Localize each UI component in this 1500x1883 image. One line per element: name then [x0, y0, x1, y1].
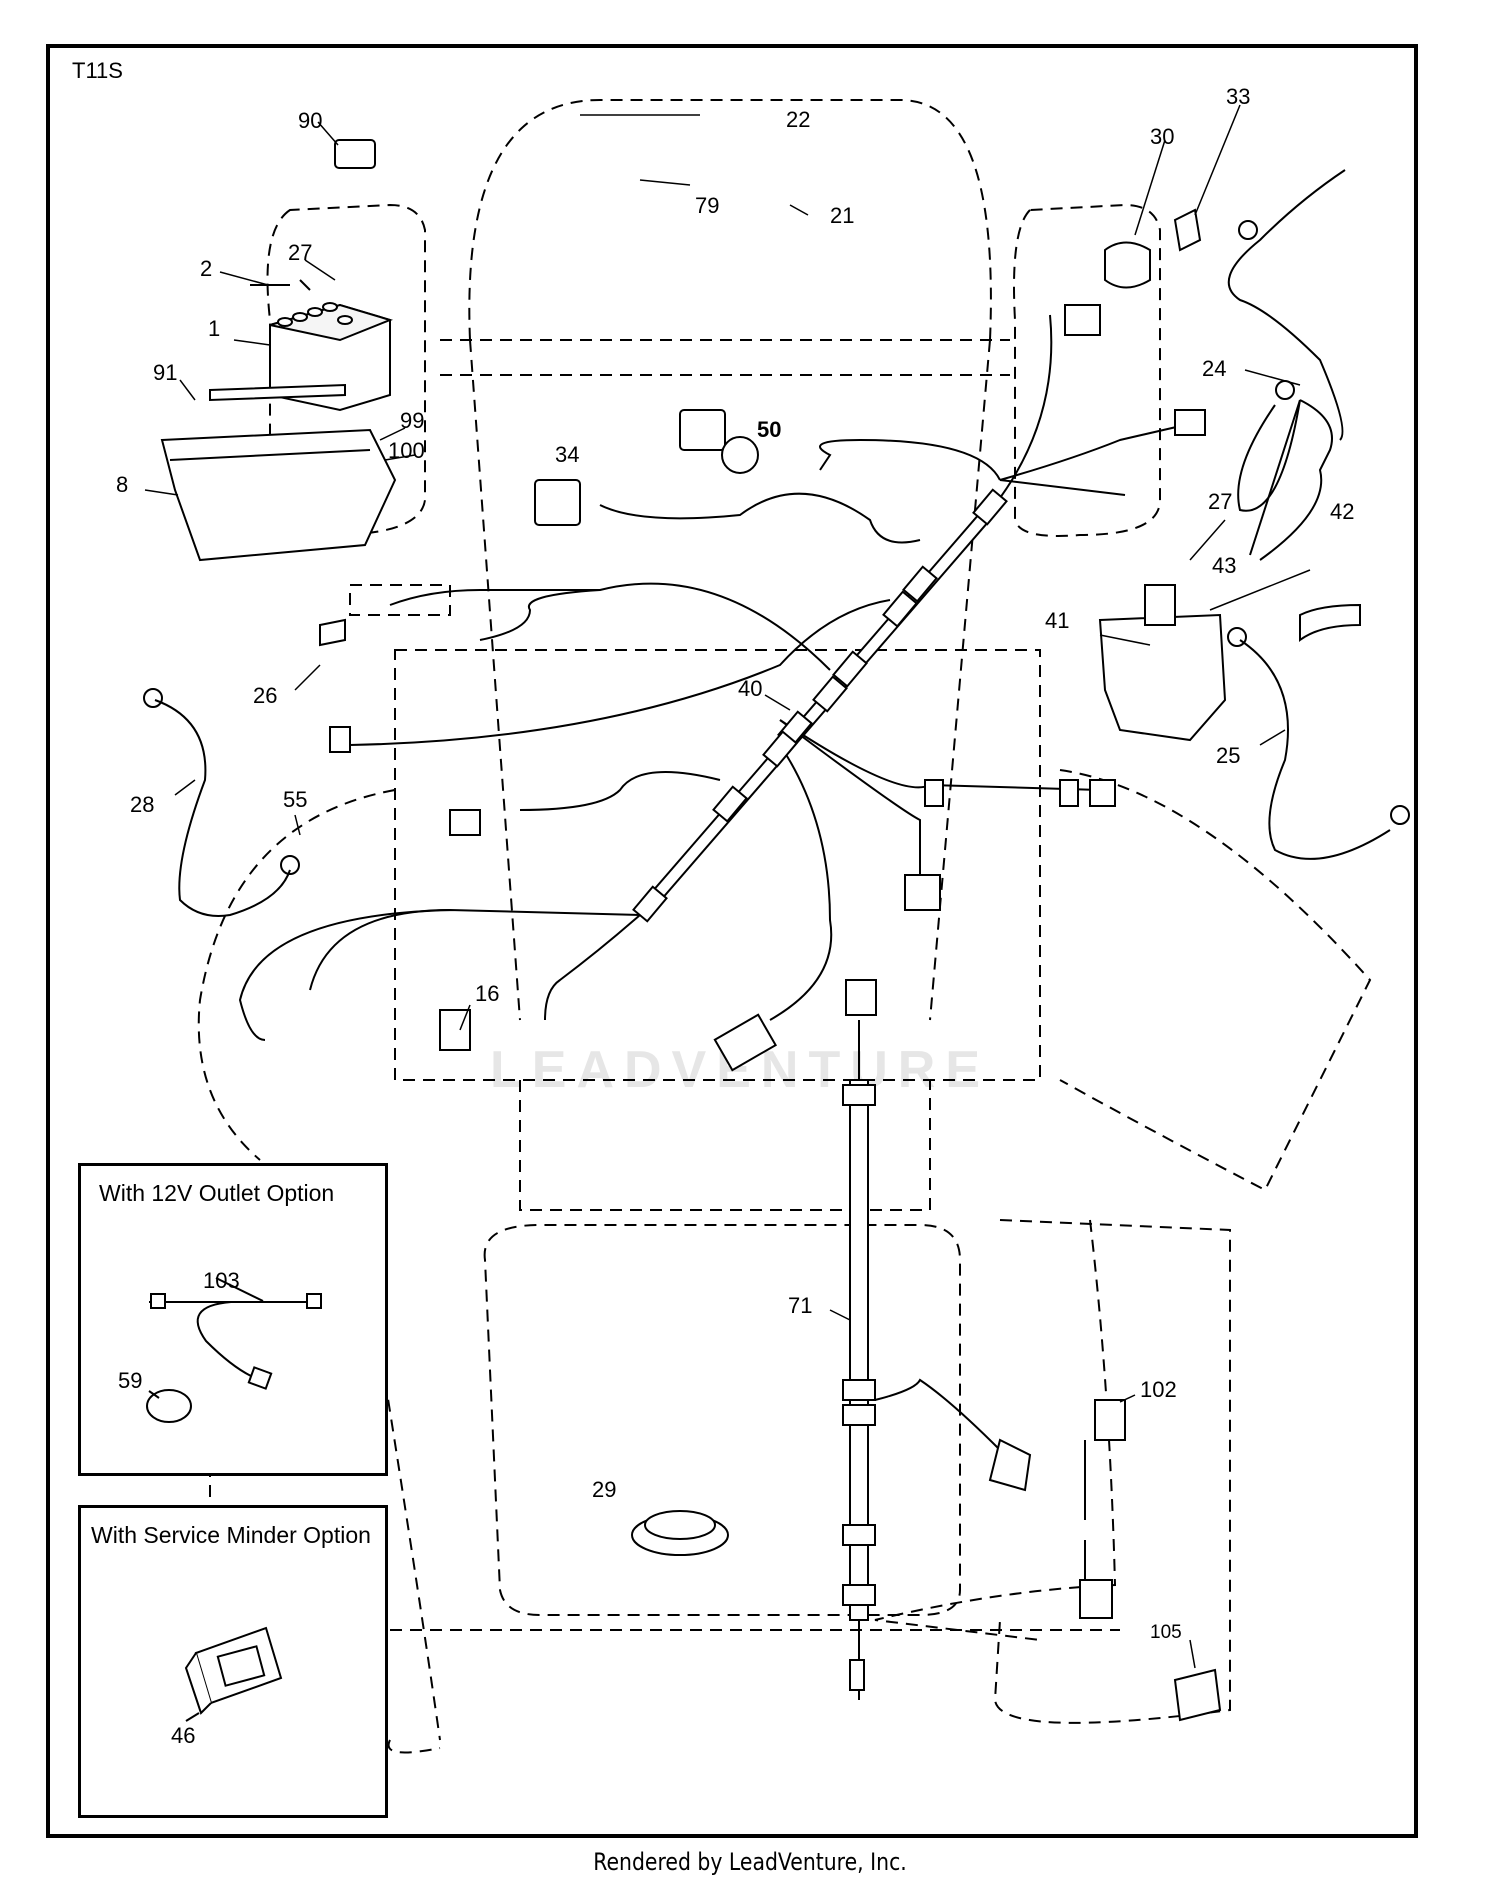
service-minder-option-inset: With Service Minder Option 46	[78, 1505, 388, 1818]
part-label-79: 79	[695, 193, 719, 218]
part-label-26: 26	[253, 683, 277, 708]
outlet-option-title: With 12V Outlet Option	[99, 1180, 335, 1206]
part-label-27-solenoid: 27	[1208, 489, 1232, 514]
part-label-16: 16	[475, 981, 499, 1006]
part-label-28: 28	[130, 792, 154, 817]
harness-71	[842, 979, 1001, 1700]
part-label-105: 105	[1150, 1622, 1182, 1643]
part-label-30: 30	[1150, 124, 1174, 149]
part-label-59: 59	[118, 1368, 142, 1393]
part-label-99: 99	[400, 408, 424, 433]
battery-cables	[143, 169, 1410, 917]
leader-lines	[144, 104, 1311, 1669]
part-label-71: 71	[788, 1293, 812, 1318]
part-label-55: 55	[283, 787, 307, 812]
part-label-102: 102	[1140, 1377, 1177, 1402]
part-label-41: 41	[1045, 608, 1069, 633]
battery-group	[160, 279, 397, 562]
part-label-34: 34	[555, 442, 579, 467]
part-label-43: 43	[1212, 553, 1236, 578]
part-label-103: 103	[203, 1268, 240, 1293]
diagram-frame	[46, 44, 1418, 1838]
part-label-1: 1	[208, 316, 220, 341]
harness-clips	[632, 488, 1079, 923]
part-label-90: 90	[298, 108, 322, 133]
part-label-21: 21	[830, 203, 854, 228]
part-labels: 90 2 27 1 91 99 100 8 22 79 21 30 33 24 …	[116, 84, 1354, 1643]
part-label-8: 8	[116, 472, 128, 497]
harness-main	[238, 314, 1186, 1041]
part-label-42: 42	[1330, 499, 1354, 524]
part-label-22: 22	[786, 107, 810, 132]
part-label-24: 24	[1202, 356, 1226, 381]
components	[319, 139, 1361, 1722]
part-label-91: 91	[153, 360, 177, 385]
part-label-50: 50	[757, 417, 781, 442]
part-label-40: 40	[738, 676, 762, 701]
part-label-2: 2	[200, 256, 212, 281]
footer-credit: Rendered by LeadVenture, Inc.	[593, 1848, 907, 1876]
part-label-27-battery: 27	[288, 240, 312, 265]
part-label-46: 46	[171, 1723, 195, 1748]
diagram-code: T11S	[72, 58, 123, 83]
part-label-25: 25	[1216, 743, 1240, 768]
part-label-29: 29	[592, 1477, 616, 1502]
outlet-option-inset: With 12V Outlet Option 103 59	[78, 1163, 388, 1476]
service-minder-option-title: With Service Minder Option	[91, 1522, 371, 1548]
part-label-100: 100	[388, 438, 425, 463]
service-minder-parts: 46	[171, 1626, 283, 1748]
part-label-33: 33	[1226, 84, 1250, 109]
outlet-option-parts: 103 59	[118, 1268, 322, 1423]
